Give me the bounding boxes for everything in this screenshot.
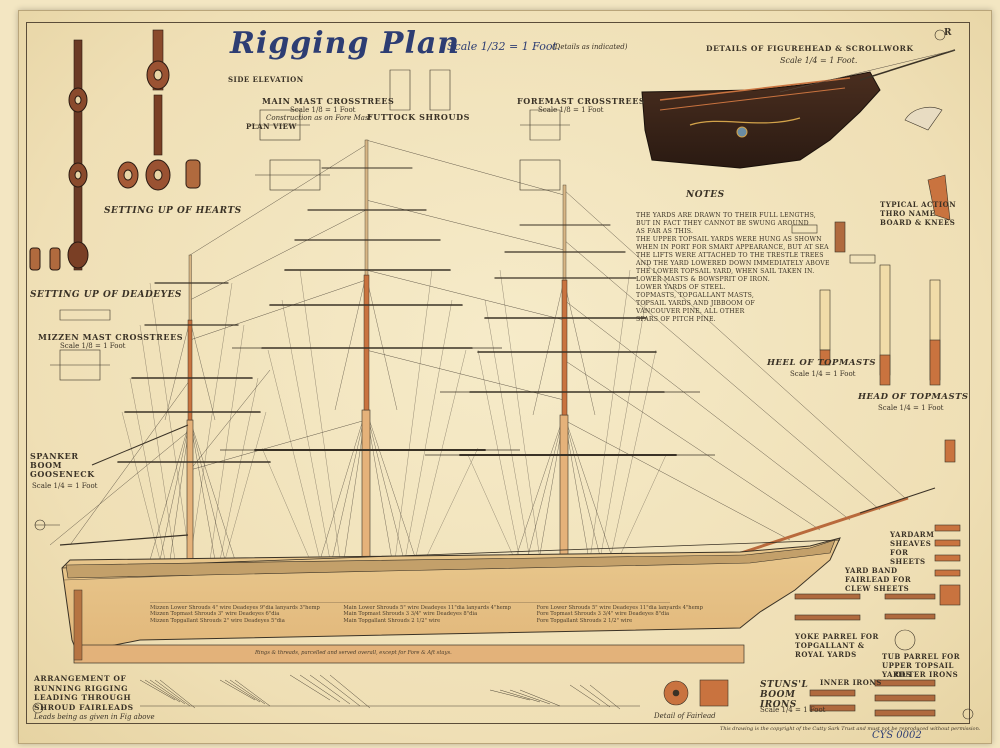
note-line: AS FAR AS THIS. [636,228,694,235]
arrangement-title-line: ARRANGEMENT OF [34,674,127,683]
note-line: THE UPPER TOPSAIL YARDS WERE HUNG AS SHO… [636,236,822,243]
reference-number: CYS 0002 [872,730,922,741]
fore-crosstrees-scale: Scale 1/8 = 1 Foot [538,106,604,114]
note-line: THE LIFTS WERE ATTACHED TO THE TRESTLE T… [636,252,824,259]
figurehead-detail [641,49,956,221]
plan-view-label: PLAN VIEW [246,122,297,131]
note-line: LOWER MASTS & BOWSPRIT OF IRON. [636,276,770,283]
masts [59,139,936,561]
side-elevation-label: SIDE ELEVATION [228,75,304,84]
yoke-parrel-label: YOKE PARREL FOR TOPGALLANT & ROYAL YARDS [795,632,879,659]
shroud-table-row: Fore Topgallant Shrouds 2 1/2" wire [536,617,633,624]
heel-topmasts-scale: Scale 1/4 = 1 Foot [790,370,856,378]
arrangement-title-line: SHROUD FAIRLEADS [34,702,134,712]
fairlead-arrangement [139,674,640,710]
note-line: WHEN IN PORT FOR SMART APPEARANCE, BUT A… [636,244,829,251]
arrangement-note: Leads being as given in Fig above [34,713,155,721]
outer-irons-label: OUTER IRONS [895,670,959,679]
note-line: AND THE YARD LOWERED DOWN IMMEDIATELY AB… [636,260,830,267]
figurehead-scale: Scale 1/4 = 1 Foot. [780,56,858,65]
title: Rigging Plan [230,26,461,61]
notes-lines: THE YARDS ARE DRAWN TO THEIR FULL LENGTH… [636,212,830,324]
shroud-table-row: Mizzen Topgallant Shrouds 2" wire Deadey… [150,617,285,624]
yard-band-label: YARD BAND FAIRLEAD FOR CLEW SHEETS [845,566,912,593]
inner-irons-label: INNER IRONS [820,678,882,687]
shroud-table-row: Fore Lower Shrouds 5" wire Deadeyes 11"d… [536,605,703,611]
note-line: LOWER YARDS OF STEEL. [636,284,726,291]
scale-text: Scale 1/32 = 1 Foot. [447,40,561,53]
shroud-table-row: Main Topgallant Shrouds 2 1/2" wire [343,617,441,624]
typical-action-label: TYPICAL ACTION THRO NAME BOARD & KNEES [880,200,957,227]
fore-crosstrees-title: FOREMAST CROSSTREES [517,96,646,106]
shroud-table-row: Main Lower Shrouds 5" wire Deadeyes 11"d… [343,605,511,611]
head-topmasts-title: HEAD OF TOPMASTS [858,392,969,402]
crosstree-sketches [32,29,974,720]
futtock-title: FUTTOCK SHROUDS [367,112,470,122]
shroud-table-row: Mizzen Lower Shrouds 4" wire Deadeyes 9"… [150,605,320,611]
main-crosstrees-title: MAIN MAST CROSSTREES [262,96,395,106]
hull [61,537,841,664]
gooseneck-title: SPANKER BOOM GOOSENECK [30,451,95,479]
stunsl-boom-title: STUNS'L BOOM IRONS [760,680,809,710]
notes-block: NOTES THE YARDS ARE DRAWN TO THEIR FULL … [636,190,830,324]
mizzen-crosstrees-scale: Scale 1/8 = 1 Foot [60,342,126,350]
setting-up-hearts [29,29,201,271]
note-line: SPARS OF PITCH PINE. [636,316,716,323]
hull-lines [150,602,670,603]
note-line: TOPMASTS, TOPGALLANT MASTS, [636,292,755,299]
arrangement-title-line: RUNNING RIGGING [34,683,129,693]
setting-deadeyes-title: SETTING UP OF DEADEYES [30,290,182,300]
hull-note: Rings & threads, parcelled and served ov… [255,650,452,656]
note-line: THE YARDS ARE DRAWN TO THEIR FULL LENGTH… [636,212,816,219]
setting-hearts-title: SETTING UP OF HEARTS [104,206,242,216]
corner-mark: R [944,28,952,38]
figurehead-title: DETAILS OF FIGUREHEAD & SCROLLWORK [706,44,914,53]
note-line: BUT IN FACT THEY CANNOT BE SWUNG AROUND [636,220,809,227]
note-line: VANCOUVER PINE. ALL OTHER [636,308,745,315]
fairlead-detail-label: Detail of Fairlead [654,712,716,720]
arrangement-title-line: LEADING THROUGH [34,693,132,702]
copyright-text: This drawing is the copyright of the Cut… [720,726,981,732]
tub-parrel-label: TUB PARREL FOR UPPER TOPSAIL YARDS [882,652,961,679]
yardarm-fittings [663,524,961,717]
note-line: THE LOWER TOPSAIL YARD, WHEN SAIL TAKEN … [636,268,815,275]
topmast-details [791,221,956,463]
notes-title: NOTES [686,190,725,200]
stunsl-boom-scale: Scale 1/4 = 1 Foot [760,706,826,714]
shroud-table: Mizzen Lower Shrouds 4" wire Deadeyes 9"… [150,605,710,624]
yardarm-label: YARDARM SHEAVES FOR SHEETS [890,530,935,566]
gooseneck-scale: Scale 1/4 = 1 Foot [32,482,98,490]
yards [117,167,677,463]
shroud-table-row: Mizzen Topmast Shrouds 3" wire Deadeyes … [150,611,280,618]
mizzen-crosstrees-title: MIZZEN MAST CROSSTREES [38,332,184,342]
scale-note: (Details as indicated) [552,43,628,51]
shroud-table-row: Fore Topmast Shrouds 3 3/4" wire Deadeye… [536,611,670,618]
running-rigging [121,269,667,561]
head-topmasts-scale: Scale 1/4 = 1 Foot [878,404,944,412]
note-line: TOPSAIL YARDS AND JIBBOOM OF [636,300,755,307]
stunsl-booms [220,347,715,456]
main-crosstrees-scale: Scale 1/8 = 1 Foot [290,106,356,114]
heel-topmasts-title: HEEL OF TOPMASTS [767,358,877,368]
shroud-table-row: Main Topmast Shrouds 3 3/4" wire Deadeye… [343,611,478,618]
main-crosstrees-note: Construction as on Fore Mast [266,114,372,122]
border-frame [26,22,970,724]
